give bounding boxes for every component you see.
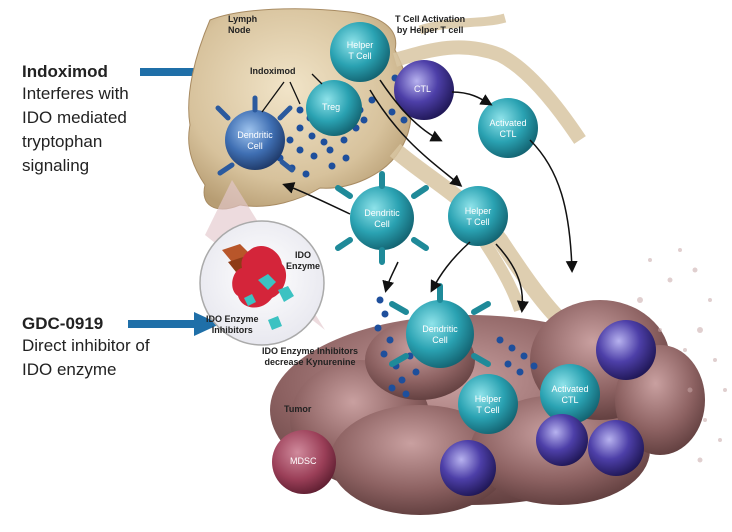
ctl-cell	[394, 60, 454, 120]
purple-killer-cells	[440, 320, 656, 496]
label-lymph-node: Lymph Node	[228, 14, 258, 35]
dendritic-cell-tumor	[389, 283, 491, 368]
indoximod-description: Interferes with IDO mediated tryptophan …	[22, 84, 129, 175]
label-tumor: Tumor	[284, 404, 312, 414]
label-ctl: CTL	[414, 84, 432, 94]
gdc-0919-annotation: GDC-0919 Direct inhibitor of IDO enzyme	[22, 314, 150, 382]
pathway-arrows	[282, 79, 578, 313]
mdsc-cell	[272, 430, 336, 494]
ido-enzyme-inset	[199, 220, 325, 346]
label-helper-t-cell-tumor: Helper T Cell	[474, 394, 502, 415]
label-ido-inhibitors-decrease: IDO Enzyme Inhibitors decrease Kynurenin…	[262, 346, 359, 367]
label-ido-enzyme: IDO Enzyme	[286, 250, 321, 271]
helper-t-cell-node	[330, 22, 390, 82]
helper-t-cell-vessel	[448, 186, 508, 246]
indoximod-title: Indoximod	[22, 62, 108, 81]
gdc-0919-description: Direct inhibitor of IDO enzyme	[22, 336, 150, 379]
treg-cell	[306, 80, 362, 136]
gdc-0919-title: GDC-0919	[22, 314, 104, 333]
label-dendritic-cell-tumor: Dendritic Cell	[422, 324, 458, 345]
label-ido-enzyme-inhibitors: IDO Enzyme Inhibitors	[206, 314, 259, 335]
label-activated-ctl-vessel: Activated CTL	[489, 118, 527, 139]
dendritic-cell-node	[215, 95, 295, 176]
indoximod-annotation: Indoximod Interferes with IDO mediated t…	[22, 62, 129, 178]
tumor-debris	[637, 248, 727, 463]
activated-ctl-vessel	[478, 98, 538, 158]
indoximod-lines	[261, 73, 323, 113]
activated-ctl-tumor	[540, 364, 600, 424]
label-indoximod: Indoximod	[250, 66, 296, 76]
label-helper-t-cell-node: Helper T Cell	[346, 40, 374, 61]
label-t-cell-activation: T Cell Activation by Helper T cell	[395, 14, 466, 35]
dendritic-cell-center	[335, 171, 429, 265]
label-dendritic-cell-node: Dendritic Cell	[237, 130, 273, 151]
ido-enzyme-shape	[232, 245, 287, 308]
helper-t-cell-tumor	[458, 374, 518, 434]
label-activated-ctl-tumor: Activated CTL	[551, 384, 589, 405]
label-dendritic-cell-center: Dendritic Cell	[364, 208, 400, 229]
label-treg: Treg	[322, 102, 341, 112]
label-helper-t-cell-vessel: Helper T Cell	[464, 206, 492, 227]
gdc-0919-pointer-arrow	[128, 312, 220, 336]
label-mdsc: MDSC	[290, 456, 317, 466]
